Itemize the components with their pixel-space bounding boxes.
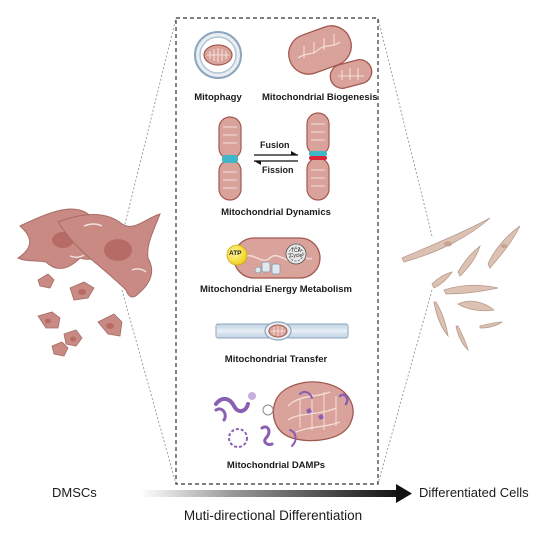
- mitophagy-illustration: [194, 31, 242, 79]
- atp-label: ATP: [229, 250, 242, 257]
- damps-label: Mitochondrial DAMPs: [226, 460, 326, 471]
- dmscs-label: DMSCs: [52, 485, 97, 500]
- fission-label: Fission: [262, 165, 294, 175]
- dmsc-cells-illustration: [17, 208, 161, 357]
- differentiation-label: Muti-directional Differentiation: [183, 508, 363, 523]
- dynamics-label: Mitochondrial Dynamics: [221, 207, 331, 218]
- energy-metabolism-illustration: [226, 237, 321, 279]
- dynamics-illustration: [218, 112, 330, 201]
- differentiated-cells-label: Differentiated Cells: [419, 485, 529, 500]
- transfer-illustration: [215, 321, 349, 341]
- biogenesis-label: Mitochondrial Biogenesis: [262, 92, 378, 103]
- energy-label: Mitochondrial Energy Metabolism: [199, 284, 353, 295]
- zoom-guide-lines: [121, 17, 433, 485]
- fusion-label: Fusion: [260, 140, 290, 150]
- biogenesis-illustration: [288, 25, 373, 89]
- damps-illustration: [214, 381, 354, 448]
- mitophagy-label: Mitophagy: [194, 92, 242, 103]
- differentiated-cells-illustration: [401, 217, 521, 352]
- transfer-label: Mitochondrial Transfer: [224, 354, 328, 365]
- tca-label: TCA Cycle: [289, 248, 303, 259]
- differentiation-arrow: [140, 484, 412, 503]
